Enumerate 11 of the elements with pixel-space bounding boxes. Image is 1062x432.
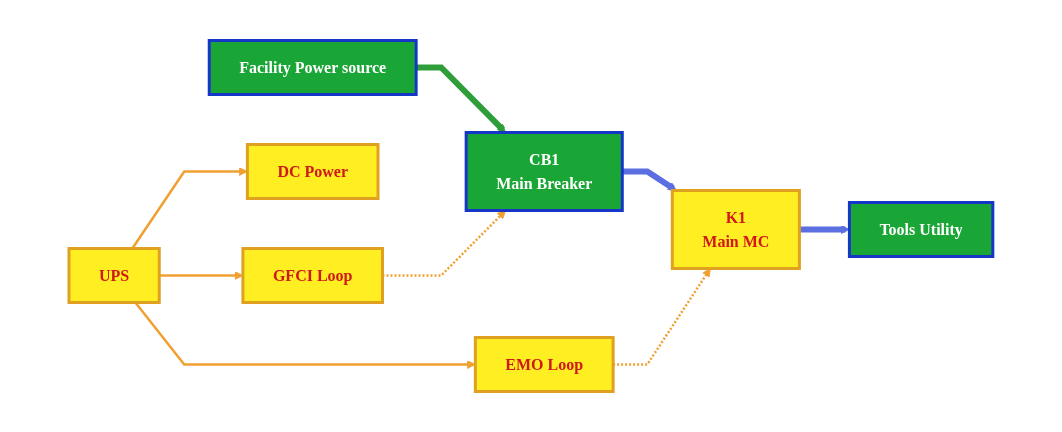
node-box: UPS (67, 247, 161, 304)
node-box: Facility Power source (207, 39, 418, 96)
node-box: GFCI Loop (241, 247, 385, 304)
node-box: K1 Main MC (670, 189, 801, 270)
arrow (416, 64, 507, 133)
node-box: Tools Utility (848, 201, 995, 258)
node-box: DC Power (245, 143, 380, 200)
arrow (799, 225, 850, 234)
node-box: EMO Loop (473, 336, 615, 393)
node-box: CB1 Main Breaker (464, 131, 624, 212)
arrow (622, 168, 677, 191)
